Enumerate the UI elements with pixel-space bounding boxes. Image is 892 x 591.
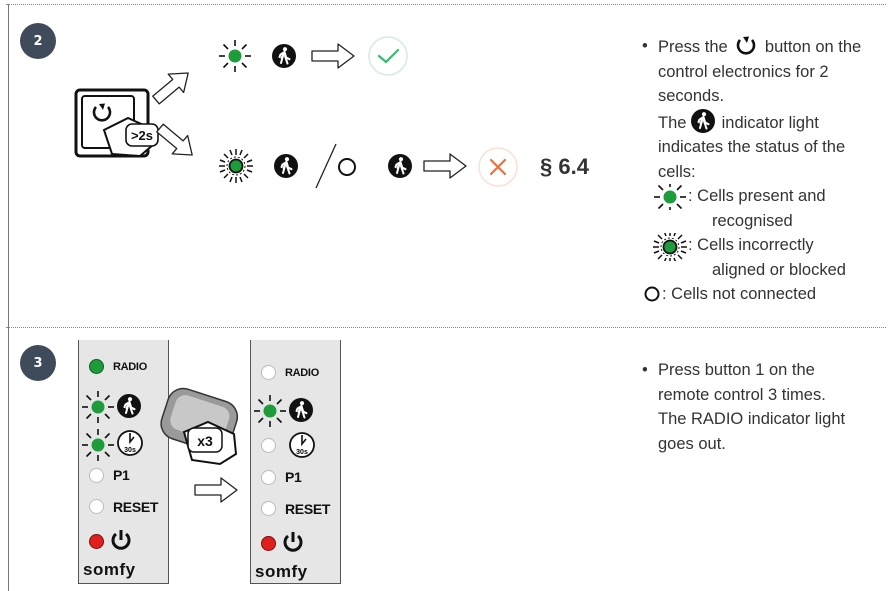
green-led-blinking-icon [253, 394, 287, 428]
instr-text: control electronics for 2 [658, 62, 829, 81]
svg-text:30s: 30s [296, 449, 308, 456]
reset-label: RESET [113, 499, 159, 515]
radio-label: RADIO [285, 367, 319, 379]
step-2-badge: 2 [20, 23, 56, 59]
somfy-logo: somfy [255, 562, 308, 581]
green-led-blinking-icon [218, 39, 252, 73]
pedestrian-cell-icon [387, 153, 413, 179]
reset-led [261, 501, 276, 516]
p1-led [89, 468, 104, 483]
radio-led-off [261, 365, 276, 380]
legend-text: : Cells not connected [662, 285, 817, 303]
instr-text: The RADIO indicator light [658, 410, 846, 428]
green-led-blinking-icon [81, 428, 115, 462]
power-icon [111, 530, 131, 550]
instr-text: button on the [764, 38, 862, 56]
legend-text: aligned or blocked [712, 260, 846, 279]
step-2-number: 2 [33, 33, 43, 49]
p1-label: P1 [285, 469, 302, 485]
power-led-red [261, 536, 276, 551]
step-3-badge: 3 [20, 345, 56, 381]
instr-text: Press the [658, 38, 728, 56]
arrow-down-icon [151, 118, 201, 165]
section-reference: § 6.4 [540, 154, 589, 179]
check-icon [368, 36, 408, 76]
timer-icon: 30s [289, 432, 315, 458]
green-led-fast-blinking-icon [218, 148, 254, 184]
green-led-blinking-icon [653, 184, 687, 210]
top-divider [6, 4, 886, 5]
instr-text: remote control 3 times. [658, 385, 826, 404]
pedestrian-cell-icon [273, 153, 299, 179]
green-led-blinking-icon [81, 390, 115, 424]
step-divider [6, 327, 886, 328]
instr-text: goes out. [658, 434, 726, 453]
timer-icon: 30s [117, 430, 143, 456]
instr-text: indicator light [721, 113, 819, 132]
reset-led [89, 499, 104, 514]
step-2-diagram: >2s [74, 36, 518, 189]
empty-circle-icon [338, 158, 356, 176]
arrow-up-icon [147, 63, 197, 110]
arrow-right-icon [194, 477, 238, 503]
arrow-right-icon [423, 153, 467, 179]
arrow-right-icon [311, 43, 355, 69]
pedestrian-cell-icon [271, 43, 297, 69]
control-panel-after: RADIO 30s P1 RESET somfy [250, 340, 341, 584]
svg-text:x3: x3 [197, 433, 213, 449]
pedestrian-cell-icon [117, 394, 142, 419]
pedestrian-cell-icon [690, 107, 717, 134]
left-border [8, 4, 9, 591]
green-led-fast-blinking-icon [652, 233, 688, 261]
step-3-instruction: • Press button 1 on the remote control 3… [642, 358, 883, 456]
control-panel-before: RADIO 30s P1 RESET somfy [78, 340, 169, 584]
cross-icon [478, 147, 518, 187]
svg-text:30s: 30s [124, 447, 136, 454]
instr-text: The [658, 113, 687, 132]
step-3-number: 3 [33, 355, 43, 371]
timer-led [261, 438, 276, 453]
slash-divider [315, 143, 337, 189]
somfy-logo: somfy [83, 560, 136, 579]
instr-text: cells: [658, 162, 696, 181]
legend-text: : Cells present and [688, 187, 826, 205]
pedestrian-cell-icon [289, 398, 314, 423]
power-icon [283, 532, 303, 552]
radio-led-green [89, 359, 104, 374]
reset-label: RESET [285, 501, 331, 517]
instr-text: Press button 1 on the [658, 361, 815, 379]
instr-text: indicates the status of the [658, 138, 846, 156]
legend-text: recognised [712, 211, 793, 230]
p1-led [261, 470, 276, 485]
step-2-instruction: • Press the button on the control electr… [642, 34, 883, 307]
legend-item: : Cells incorrectly aligned or blocked [652, 233, 883, 282]
press-duration-label: >2s [131, 128, 153, 143]
empty-circle-icon [644, 286, 660, 302]
legend-item: : Cells not connected [642, 282, 883, 307]
instr-text: seconds. [658, 87, 725, 105]
remote-control-press-icon: x3 [160, 387, 239, 466]
bullet: • [642, 361, 648, 379]
legend-text: : Cells incorrectly [688, 236, 814, 254]
knob-icon [736, 35, 756, 55]
control-button-press-icon [74, 88, 159, 158]
legend-item: : Cells present and recognised [652, 184, 883, 233]
power-led-red [89, 534, 104, 549]
p1-label: P1 [113, 467, 130, 483]
radio-label: RADIO [113, 361, 147, 373]
bullet: • [642, 37, 648, 55]
